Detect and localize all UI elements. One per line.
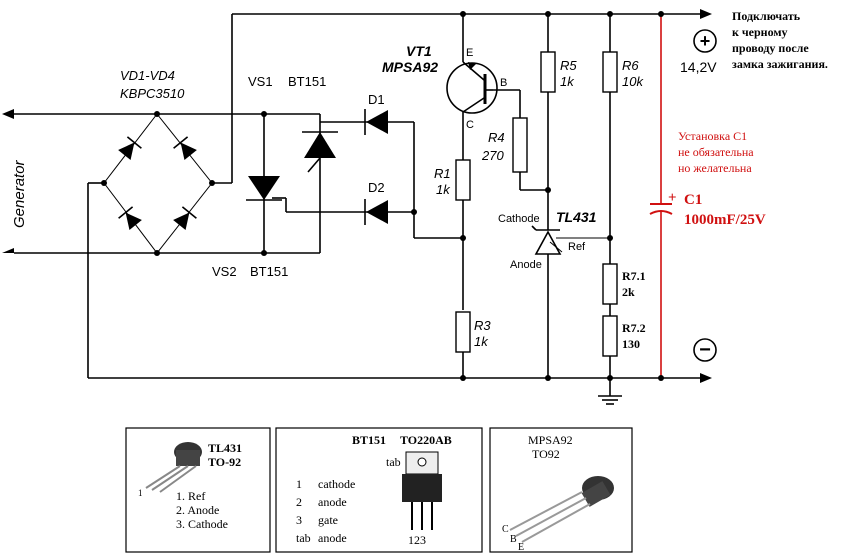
top-note-line-4: замка зажигания. (732, 57, 828, 71)
mpsa92-e-label: E (518, 542, 524, 553)
mpsa92-c-label: C (502, 524, 509, 535)
vs1-thyristor (302, 131, 338, 173)
tl431-pinout-pkg: TO-92 (208, 455, 241, 469)
tl431-regulator (531, 225, 563, 255)
bridge-part: KBPC3510 (120, 86, 185, 101)
tl431-cathode-label: Cathode (498, 213, 540, 225)
tl431-anode-label: Anode (510, 259, 542, 271)
top-note-line-3: проводу после (732, 41, 809, 55)
bt151-pin-tab-num: tab (296, 531, 311, 545)
vt1-e-label: E (466, 47, 473, 59)
vs2-part: BT151 (250, 264, 288, 279)
bt151-pin-tab-name: anode (318, 531, 347, 545)
bt151-pin-1-name: cathode (318, 477, 355, 491)
tl431-pin-3: 3. Cathode (176, 517, 228, 531)
c1-name: C1 (684, 192, 702, 208)
r72-name: R7.2 (622, 321, 646, 335)
bt151-pin-2-num: 2 (296, 495, 302, 509)
c1-capacitor (649, 14, 673, 378)
r3-name: R3 (474, 318, 491, 333)
c1-note-line-1: Установка С1 (678, 129, 747, 143)
c1-note-line-2: не обязательна (678, 145, 754, 159)
tl431-pin-1: 1. Ref (176, 489, 205, 503)
c1-plus-label: + (668, 190, 677, 206)
r6-name: R6 (622, 58, 639, 73)
r6-value: 10k (622, 74, 644, 89)
vt1-transistor (446, 61, 498, 114)
vt1-name: VT1 (406, 43, 432, 59)
d2-label: D2 (368, 180, 385, 195)
bt151-pin-3-name: gate (318, 513, 338, 527)
d1-diode (364, 109, 388, 135)
r4-resistor (512, 117, 528, 173)
r3-value: 1k (474, 334, 489, 349)
vt1-part: MPSA92 (382, 59, 438, 75)
bt151-pin-1-num: 1 (296, 477, 302, 491)
r6-resistor (602, 51, 618, 93)
vs1-part: BT151 (288, 74, 326, 89)
junction-dots (101, 11, 664, 381)
svg-text:−: − (699, 339, 711, 361)
mpsa92-pinout-pkg: TO92 (532, 447, 560, 461)
mpsa92-pinout-title: MPSA92 (528, 433, 573, 447)
vs2-thyristor (246, 176, 286, 201)
top-note-line-1: Подключать (732, 9, 801, 23)
r4-name: R4 (488, 130, 505, 145)
r1-value: 1k (436, 182, 451, 197)
vt1-b-label: B (500, 77, 507, 89)
bt151-pin-2-name: anode (318, 495, 347, 509)
top-note-line-2: к черному (732, 25, 788, 39)
tl431-pinout-box: TL431 TO-92 1 1. Ref 2. Anode 3. Cathode (125, 427, 271, 553)
bridge-name: VD1-VD4 (120, 68, 175, 83)
bt151-pin-numbers: 123 (408, 533, 426, 547)
d2-diode (364, 199, 388, 225)
vt1-c-label: C (466, 119, 474, 131)
tl431-pinout-title: TL431 (208, 441, 242, 455)
r1-resistor (455, 159, 471, 201)
generator-label: Generator (11, 159, 28, 228)
r72-resistor (602, 315, 618, 357)
r5-resistor (540, 51, 556, 93)
mpsa92-pinout-box: MPSA92 TO92 C B E (489, 427, 633, 553)
r4-value: 270 (481, 148, 504, 163)
tl431-name: TL431 (556, 209, 597, 225)
mpsa92-b-label: B (510, 534, 517, 545)
vs1-name: VS1 (248, 74, 273, 89)
c1-value: 1000mF/25V (684, 212, 766, 228)
r72-value: 130 (622, 337, 640, 351)
diode-bridge (103, 113, 213, 254)
r5-value: 1k (560, 74, 575, 89)
bt151-pin-3-num: 3 (296, 513, 302, 527)
plus-terminal-icon: + (693, 29, 717, 53)
bt151-tab-label: tab (386, 455, 401, 469)
r3-resistor (455, 311, 471, 353)
voltage-label: 14,2V (680, 59, 717, 75)
r1-name: R1 (434, 166, 451, 181)
d1-label: D1 (368, 92, 385, 107)
r71-resistor (602, 263, 618, 305)
bt151-pinout-title: BT151 (352, 433, 386, 447)
bt151-pinout-box: BT151 TO220AB tab 123 1 cathode 2 anode … (275, 427, 483, 553)
r5-name: R5 (560, 58, 577, 73)
minus-terminal-icon: − (693, 338, 717, 362)
tl431-ref-label: Ref (568, 241, 586, 253)
vs2-name: VS2 (212, 264, 237, 279)
tl431-pin-2: 2. Anode (176, 503, 219, 517)
tl431-pin-mark: 1 (138, 488, 143, 498)
r71-name: R7.1 (622, 269, 646, 283)
c1-note-line-3: но желательна (678, 161, 752, 175)
r71-value: 2k (622, 285, 635, 299)
bt151-pinout-pkg: TO220AB (400, 433, 452, 447)
svg-text:+: + (700, 31, 711, 51)
